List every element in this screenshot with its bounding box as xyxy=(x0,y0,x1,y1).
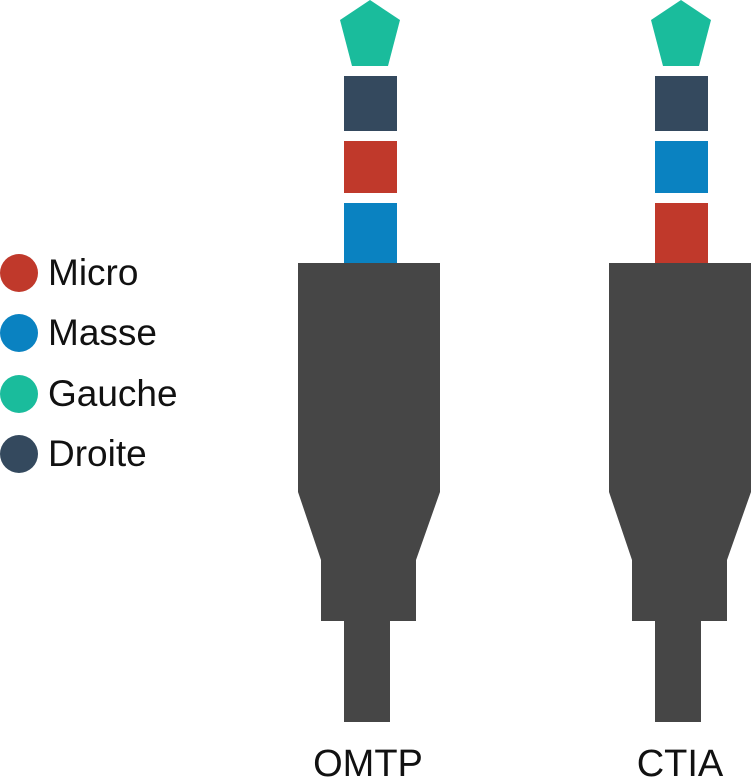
legend-item-micro: Micro xyxy=(0,251,138,295)
omtp-ring2-micro xyxy=(344,141,397,193)
legend-label-masse: Masse xyxy=(48,312,157,353)
ctia-ring2-masse xyxy=(655,141,708,193)
legend-label-gauche: Gauche xyxy=(48,373,178,414)
legend-item-masse: Masse xyxy=(0,311,157,355)
micro-color-dot xyxy=(0,254,38,292)
ctia-label: CTIA xyxy=(637,743,724,779)
omtp-plug-body xyxy=(298,263,440,722)
omtp-ring1-droite xyxy=(344,76,397,131)
legend-label-micro: Micro xyxy=(48,252,139,293)
ctia-tip-gauche xyxy=(651,0,711,66)
gauche-color-dot xyxy=(0,375,38,413)
ctia-ring1-droite xyxy=(655,76,708,131)
ctia-plug-body xyxy=(609,263,751,722)
legend-label-droite: Droite xyxy=(48,433,147,474)
omtp-label: OMTP xyxy=(313,743,423,779)
legend: Micro Masse Gauche Droite xyxy=(0,0,240,779)
legend-item-gauche: Gauche xyxy=(0,372,178,416)
ctia-sleeve-micro xyxy=(655,203,708,265)
plug-ctia: CTIA xyxy=(609,0,751,779)
omtp-tip-gauche xyxy=(340,0,400,66)
legend-item-droite: Droite xyxy=(0,432,147,476)
droite-color-dot xyxy=(0,435,38,473)
omtp-sleeve-masse xyxy=(344,203,397,265)
plug-omtp: OMTP xyxy=(298,0,440,779)
masse-color-dot xyxy=(0,314,38,352)
